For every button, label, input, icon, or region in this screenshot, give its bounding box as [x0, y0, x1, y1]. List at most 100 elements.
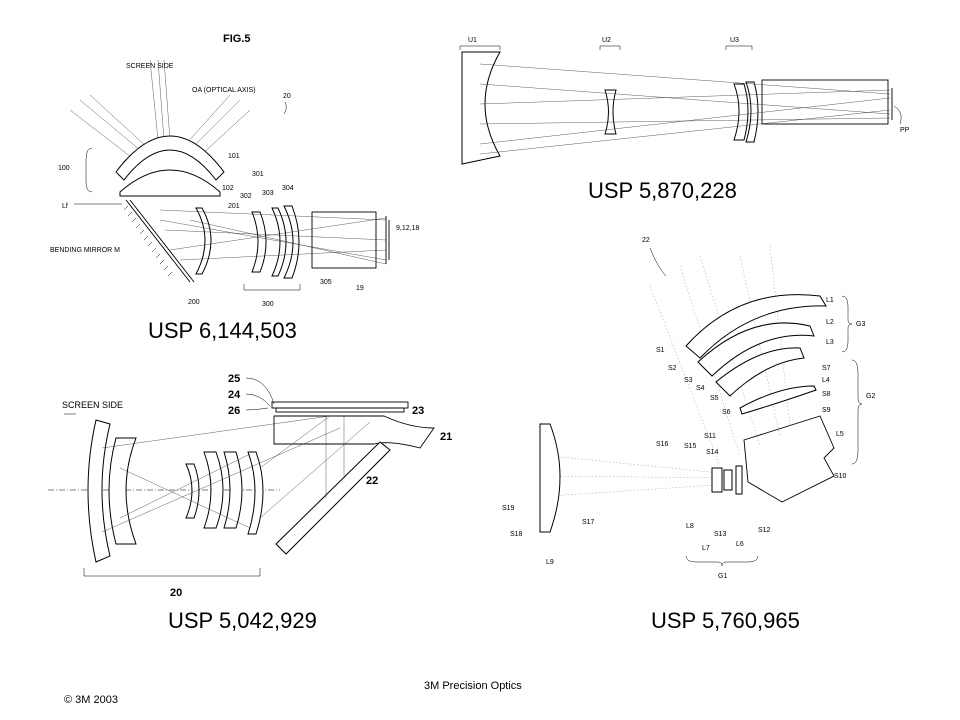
label-l1: L1 — [826, 297, 834, 304]
label-s8: S8 — [822, 391, 831, 398]
bracket-20 — [83, 568, 261, 577]
label-200: 200 — [188, 299, 200, 306]
bracket-g1 — [685, 555, 759, 567]
label-304: 304 — [282, 185, 294, 192]
label-g1: G1 — [718, 573, 727, 580]
lens-l9 — [539, 423, 561, 533]
label-s6: S6 — [722, 409, 731, 416]
caption-usp-5042929: USP 5,042,929 — [168, 608, 317, 633]
label-s14: S14 — [706, 449, 719, 456]
lens-element-1 — [87, 419, 111, 563]
label-l4: L4 — [822, 377, 830, 384]
figure-usp-5042929: SCREEN SIDE 25 24 26 23 21 22 — [40, 368, 460, 604]
label-s5: S5 — [710, 395, 719, 402]
lens-l1 — [685, 294, 827, 359]
label-20: 20 — [170, 587, 182, 599]
lens-u1 — [461, 51, 501, 165]
label-s16: S16 — [656, 441, 669, 448]
lens-304 — [283, 205, 300, 279]
lens-diagram-5760965: 22 L1 L2 L3 G3 S1 S2 — [502, 237, 875, 580]
label-u2: U2 — [602, 37, 611, 44]
label-21: 21 — [440, 431, 452, 443]
bracket-300 — [243, 284, 301, 291]
label-l2: L2 — [826, 319, 834, 326]
label-g3: G3 — [856, 321, 865, 328]
rays-5042929 — [101, 415, 371, 533]
lens-l6 — [735, 465, 743, 495]
prism-l5 — [743, 415, 835, 503]
lens-302 — [251, 211, 267, 273]
lens-l7 — [711, 467, 723, 493]
pp-leader — [893, 105, 902, 125]
prism-block — [761, 79, 889, 125]
backlight-21 — [273, 415, 435, 449]
label-u3: U3 — [730, 37, 739, 44]
lens-element-3 — [185, 463, 200, 519]
label-300: 300 — [262, 301, 274, 308]
lens-element-6 — [247, 451, 264, 535]
bracket-u1 — [459, 45, 501, 50]
label-l6: L6 — [736, 541, 744, 548]
label-s9: S9 — [822, 407, 831, 414]
label-s10: S10 — [834, 473, 847, 480]
label-102: 102 — [222, 185, 234, 192]
bracket-g2 — [851, 359, 863, 465]
lens-element-5 — [223, 451, 243, 529]
label-lf: Lf — [62, 203, 68, 210]
label-l5: L5 — [836, 431, 844, 438]
label-303: 303 — [262, 190, 274, 197]
label-s12: S12 — [758, 527, 771, 534]
rays-5870228 — [479, 63, 891, 155]
label-9-12-18: 9,12,18 — [396, 225, 419, 232]
label-s17: S17 — [582, 519, 595, 526]
label-22-leader — [649, 247, 667, 277]
screen-rays — [69, 59, 251, 161]
figure-usp-5760965: 22 L1 L2 L3 G3 S1 S2 — [490, 226, 920, 596]
lens-102 — [119, 169, 221, 197]
bracket-u3 — [725, 45, 753, 50]
label-302: 302 — [240, 193, 252, 200]
label-pp: PP — [900, 127, 910, 134]
lens-l3 — [715, 347, 805, 397]
label-26: 26 — [228, 405, 240, 417]
label-s11: S11 — [704, 433, 716, 440]
label-201: 201 — [228, 203, 240, 210]
label-s2: S2 — [668, 365, 677, 372]
label-g2: G2 — [866, 393, 875, 400]
label-301: 301 — [252, 171, 264, 178]
label-s19: S19 — [502, 505, 515, 512]
label-19: 19 — [356, 285, 364, 292]
system-rays — [159, 209, 387, 265]
lens-u3a — [733, 83, 749, 141]
lens-diagram-5870228: U1 U2 U3 PP — [459, 37, 910, 165]
label-s13: S13 — [714, 531, 727, 538]
lens-101 — [115, 135, 225, 181]
panel-layer-26 — [275, 407, 405, 413]
lens-u2 — [604, 89, 617, 135]
label-l3: L3 — [826, 339, 834, 346]
lens-303 — [271, 207, 287, 277]
label-23: 23 — [412, 405, 424, 417]
lens-element-4 — [203, 451, 224, 529]
label-s4: S4 — [696, 385, 705, 392]
lens-l4 — [739, 385, 817, 415]
label-u1: U1 — [468, 37, 477, 44]
label-l7: L7 — [702, 545, 710, 552]
panel-layer-24 — [271, 401, 409, 409]
label-s15: S15 — [684, 443, 697, 450]
label-25: 25 — [228, 373, 240, 385]
label-100: 100 — [58, 165, 70, 172]
lens-diagram-6144503: FIG.5 SCREEN SIDE OA (OPTICAL AXIS) 20 1… — [50, 33, 419, 308]
labels-25-26-leaders — [245, 377, 275, 411]
label-20: 20 — [283, 93, 291, 100]
footer-copyright: © 3M 2003 — [64, 694, 118, 706]
caption-usp-6144503: USP 6,144,503 — [148, 318, 297, 343]
label-305: 305 — [320, 279, 332, 286]
fold-mirror-22 — [275, 441, 391, 555]
label-22: 22 — [642, 237, 650, 244]
bending-mirror — [123, 199, 195, 283]
label-s1: S1 — [656, 347, 665, 354]
label-s3: S3 — [684, 377, 693, 384]
footer-company: 3M Precision Optics — [424, 680, 522, 692]
